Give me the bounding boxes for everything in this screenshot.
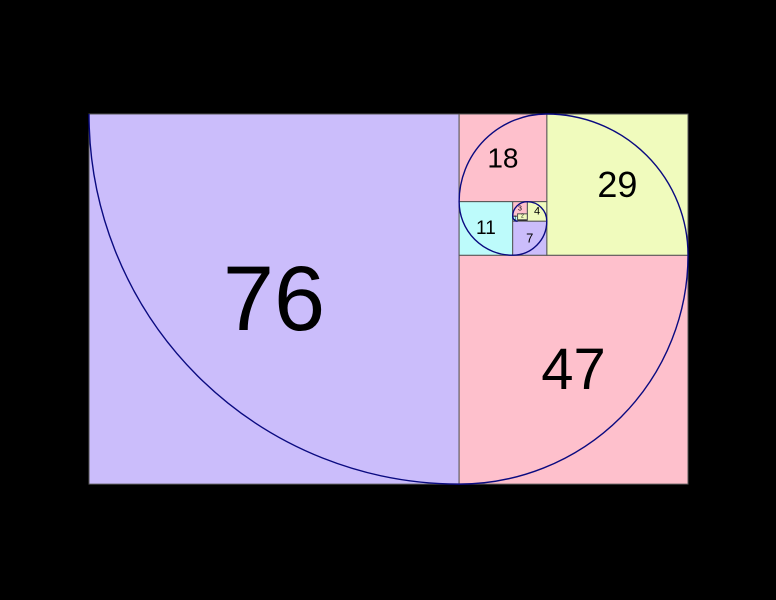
square-label-47: 47 (541, 337, 606, 402)
square-label-7: 7 (526, 231, 533, 246)
square-label-1: 1 (514, 216, 517, 222)
square-label-18: 18 (487, 142, 518, 173)
square-label-3: 3 (518, 205, 522, 212)
square-11 (458, 201, 514, 256)
square-7 (512, 220, 548, 256)
square-29 (546, 113, 689, 256)
square-label-2: 2 (521, 213, 524, 219)
squares-group (88, 113, 689, 485)
square-label-11: 11 (476, 218, 496, 239)
square-76 (88, 113, 460, 485)
spiral-curve (88, 113, 689, 485)
square-2 (517, 213, 528, 221)
square-label-4: 4 (534, 205, 540, 217)
square-18 (458, 113, 548, 203)
square-label-76: 76 (223, 248, 325, 350)
square-label-29: 29 (597, 164, 637, 205)
